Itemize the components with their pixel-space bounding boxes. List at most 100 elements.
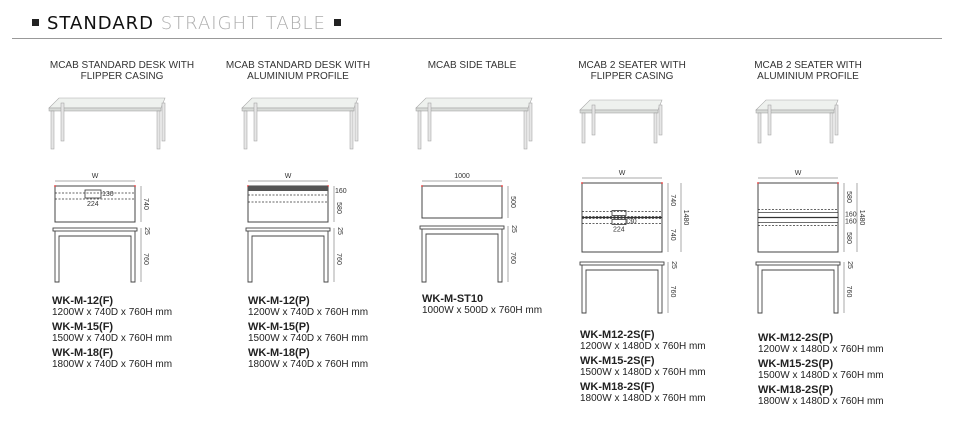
table-leg (757, 112, 762, 144)
box-height-label: 130 (625, 219, 637, 226)
marker-dot (501, 185, 503, 187)
tabletop (241, 97, 359, 109)
product-title-line: MCAB SIDE TABLE (427, 60, 517, 71)
tabletop-edge (241, 107, 355, 112)
frame (247, 231, 329, 283)
tabletop-edge (245, 227, 331, 232)
height-label: 760 (845, 286, 852, 298)
table-photo (579, 99, 663, 144)
model-code: WK-M-12(P) (248, 295, 310, 307)
marker-dot (757, 182, 759, 184)
model-dimensions: 1500W x 1480D x 760H mm (580, 367, 706, 378)
header-title-light: STRAIGHT TABLE (160, 13, 326, 34)
depth-label: 740 (142, 198, 149, 210)
marker-dot (134, 185, 136, 187)
flipper-box (611, 210, 627, 216)
tabletop-edge (52, 227, 138, 232)
plan-view (247, 185, 329, 223)
profile-label: 160 (845, 219, 857, 226)
plan-view (421, 185, 503, 219)
model-dimensions: 1500W x 740D x 760H mm (248, 333, 369, 344)
model-code: WK-M18-2S(F) (580, 381, 655, 393)
depth-label: 580 (845, 232, 852, 244)
product-title-line: MCAB STANDARD DESK WITH (49, 60, 195, 71)
frame (757, 265, 839, 314)
table-leg (653, 112, 658, 144)
product-title-line: MCAB 2 SEATER WITH (578, 60, 686, 71)
top-thickness-label: 25 (143, 227, 150, 235)
width-label: W (92, 173, 99, 180)
tabletop-edge (755, 109, 835, 114)
table-leg (354, 102, 359, 142)
model-dimensions: 1500W x 740D x 760H mm (52, 333, 173, 344)
tabletop-edge (755, 261, 841, 266)
profile-label: 160 (845, 212, 857, 219)
model-code: WK-M-12(F) (52, 295, 114, 307)
model-code: WK-M-18(P) (248, 347, 310, 359)
height-label: 760 (509, 252, 516, 264)
table-photo (48, 97, 166, 150)
width-label: 1000 (454, 173, 470, 180)
model-dimensions: 1800W x 740D x 760H mm (52, 359, 173, 370)
model-code: WK-M-15(F) (52, 321, 114, 333)
table-leg (253, 102, 258, 142)
model-dimensions: 1500W x 1480D x 760H mm (758, 370, 884, 381)
height-label: 760 (142, 253, 149, 265)
model-code: WK-M-15(P) (248, 321, 310, 333)
table-photo (755, 99, 839, 144)
frame (421, 229, 503, 283)
model-dimensions: 1800W x 1480D x 760H mm (758, 396, 884, 407)
elevation-view (579, 261, 665, 314)
table-leg (50, 110, 55, 150)
table-leg (60, 102, 65, 142)
width-label: W (285, 173, 292, 180)
marker-dot (581, 182, 583, 184)
marker-dot (837, 182, 839, 184)
model-code: WK-M12-2S(F) (580, 329, 655, 341)
section-header: STANDARD STRAIGHT TABLE (32, 14, 341, 34)
table-leg (523, 110, 528, 150)
model-dimensions: 1200W x 740D x 760H mm (248, 307, 369, 318)
tabletop-edge (579, 109, 659, 114)
depth-label: 580 (845, 191, 852, 203)
elevation-view (419, 225, 505, 283)
table-leg (156, 110, 161, 150)
flipper-box (611, 219, 627, 225)
depth-label: 740 (669, 229, 676, 241)
top-thickness-label: 25 (510, 225, 517, 233)
model-dimensions: 1800W x 1480D x 760H mm (580, 393, 706, 404)
table-leg (658, 104, 663, 136)
table-leg (829, 112, 834, 144)
elevation-view (245, 227, 331, 283)
table-leg (161, 102, 166, 142)
frame (581, 265, 663, 314)
model-code: WK-M18-2S(P) (758, 384, 834, 396)
table-photo (415, 97, 533, 150)
box-width-label: 224 (613, 227, 625, 234)
model-code: WK-M15-2S(F) (580, 355, 655, 367)
header-divider (12, 38, 942, 39)
height-label: 760 (335, 253, 342, 265)
plan-view (54, 185, 136, 223)
product-title-line: FLIPPER CASING (80, 71, 164, 82)
width-label: W (795, 170, 802, 177)
model-dimensions: 1000W x 500D x 760H mm (422, 305, 543, 316)
flipper-box (84, 189, 102, 199)
table-leg (417, 110, 422, 150)
product-title-line: FLIPPER CASING (590, 71, 674, 82)
model-dimensions: 1200W x 740D x 760H mm (52, 307, 173, 318)
top-thickness-label: 25 (336, 227, 343, 235)
box-width-label: 224 (87, 201, 99, 208)
product-title-line: ALUMINIUM PROFILE (247, 71, 349, 82)
table-leg (767, 104, 772, 136)
profile-label: 160 (335, 188, 347, 195)
marker-dot (661, 182, 663, 184)
